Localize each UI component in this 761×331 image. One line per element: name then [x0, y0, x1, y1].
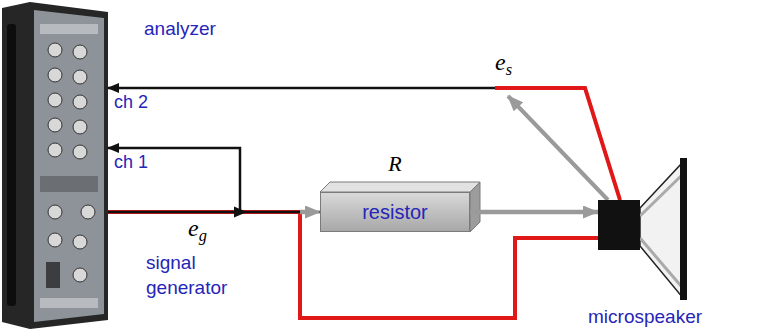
bnc-connector [73, 95, 87, 109]
voltage-arrow [508, 96, 608, 200]
speaker-drawing [640, 158, 687, 300]
bnc-connector [73, 268, 87, 282]
analyzer-handle [7, 24, 16, 306]
signal-wire [108, 211, 320, 214]
cone-shading [640, 176, 681, 216]
bnc-connector [73, 120, 87, 134]
signal-wire [108, 88, 620, 200]
component-value: R [388, 151, 401, 177]
speaker-magnet: microspeaker [598, 200, 640, 250]
analyzer-device: analyzer [2, 2, 108, 328]
current-path [300, 210, 306, 215]
junction-arrow [234, 207, 247, 218]
speaker-cone [640, 162, 683, 298]
resistor-faces [320, 182, 480, 232]
bnc-connector [73, 145, 87, 159]
channel-1-wire [108, 148, 240, 212]
connectors [108, 88, 620, 318]
bnc-connector [48, 43, 62, 57]
channel-label: ch 2 [114, 92, 148, 113]
component-name: microspeaker [588, 306, 702, 328]
panel-socket [46, 262, 60, 288]
speaker-diaphragm [680, 158, 687, 300]
bnc-connector [48, 118, 62, 132]
signal-name: es [495, 50, 512, 78]
bnc-connector [73, 45, 87, 59]
bnc-connector [48, 143, 62, 157]
signal-name: eg [188, 216, 207, 244]
bnc-connector [48, 68, 62, 82]
bnc-connector [73, 235, 87, 249]
panel-strip [40, 176, 98, 192]
analyzer-case [2, 2, 108, 329]
signal-wire [470, 210, 598, 215]
section-label: signal generator [146, 250, 244, 300]
device-name: analyzer [144, 18, 216, 40]
resistor-side-face [470, 182, 480, 232]
panel-strip [40, 24, 98, 34]
cone-shading [640, 238, 681, 286]
analyzer-panel [34, 10, 104, 322]
bnc-connector [48, 205, 62, 219]
resistor-top-face [320, 182, 480, 192]
bnc-connector [73, 70, 87, 84]
component-name: resistor [362, 201, 428, 224]
resistor-box: Rresistor [320, 192, 470, 232]
generator-output [81, 205, 95, 219]
analyzer-photo [2, 2, 108, 329]
bnc-connector [48, 93, 62, 107]
bnc-connector [48, 233, 62, 247]
sense-wire [495, 88, 620, 200]
channel-label: ch 1 [114, 152, 148, 173]
panel-strip [40, 298, 98, 308]
